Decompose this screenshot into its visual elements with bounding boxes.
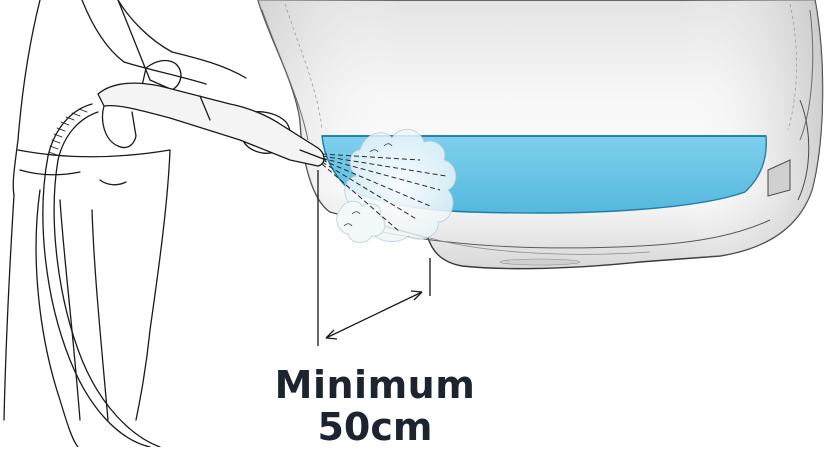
distance-label: 50cm [317,405,433,449]
dimension-arrow-line [325,291,423,339]
distance-dimension [317,170,431,346]
person-with-pressure-washer [3,0,327,448]
arrowhead-left [325,329,338,340]
water-spray [321,129,457,243]
minimum-label: Minimum [274,363,476,407]
arrowhead-right [410,290,423,301]
